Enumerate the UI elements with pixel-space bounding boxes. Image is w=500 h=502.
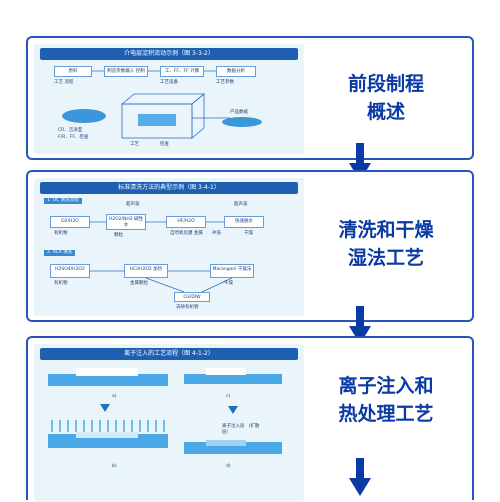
- card-front-end-overview[interactable]: 介电层淀积流动示例（图 3-3-2） 原料 制造参数输入 控制 工、FF、FF …: [26, 36, 474, 160]
- figure-title: 离子注入的工艺流程（图 4-1-2）: [40, 348, 298, 360]
- panel-label: d): [226, 464, 231, 469]
- process-box: O2/H2O: [50, 216, 90, 228]
- figure-front-end: 介电层淀积流动示例（图 3-3-2） 原料 制造参数输入 控制 工、FF、FF …: [34, 44, 304, 154]
- diagram-note: 检查: [160, 142, 169, 147]
- ultrasonic-label: 超声波: [126, 202, 140, 207]
- diagram-note: F/R、FF、检查: [58, 135, 89, 140]
- annotation-label: 离子注入层 （扩散层）: [222, 424, 260, 435]
- process-box: HF/H2O: [166, 216, 206, 228]
- step-label: 2. RCA 清洗: [44, 250, 76, 256]
- process-sub: 有机物: [54, 281, 68, 286]
- diagram-note: 工艺设备: [160, 80, 178, 85]
- caption-line: 清洗和干燥: [338, 219, 434, 241]
- card-cleaning-drying[interactable]: 标准清洗方法的典型示例（图 3-4-1） 1. UC 清洗流程 超声波 超声波 …: [26, 170, 474, 322]
- diagram-box: 工、FF、FF 计算: [160, 66, 204, 77]
- ion-implant-graphic: [48, 368, 282, 454]
- caption-line: 概述: [366, 101, 405, 123]
- figure-cleaning: 标准清洗方法的典型示例（图 3-4-1） 1. UC 清洗流程 超声波 超声波 …: [34, 178, 304, 316]
- figure-title: 介电层淀积流动示例（图 3-3-2）: [40, 48, 298, 60]
- panel-label: a): [112, 394, 117, 399]
- diagram-note: 工艺: [130, 142, 139, 147]
- diagram-graphic: [62, 70, 262, 139]
- diagram-box: 原料: [54, 66, 92, 77]
- process-sub: 颗粒: [114, 233, 123, 238]
- process-sub: 干燥: [224, 281, 233, 286]
- figure-ion-implant: 离子注入的工艺流程（图 4-1-2） a) c) b) d) 离子注入层 （扩散…: [34, 344, 304, 502]
- caption-line: 前段制程: [347, 73, 424, 95]
- cleaning-flow-arrows: [90, 221, 233, 293]
- diagram-box: 制造参数输入 控制: [104, 66, 148, 77]
- ultrasonic-label: 超声波: [234, 202, 248, 207]
- figure-title: 标准清洗方法的典型示例（图 3-4-1）: [40, 182, 298, 194]
- panel-label: c): [226, 394, 231, 399]
- process-sub: 冲洗: [212, 231, 221, 236]
- process-box: H2SO4/H2O2: [50, 264, 90, 278]
- process-sub: 有机物: [54, 231, 68, 236]
- card-ion-implant[interactable]: 离子注入的工艺流程（图 4-1-2） a) c) b) d) 离子注入层 （扩散…: [26, 336, 474, 502]
- caption-front-end: 前段制程 概述: [311, 70, 461, 126]
- down-arrow-icon: [349, 306, 371, 350]
- process-sub: 自然氧化膜 金属: [170, 231, 203, 236]
- caption-line: 离子注入和: [338, 375, 434, 397]
- caption-ion-implant: 离子注入和 热处理工艺: [311, 372, 461, 428]
- diagram-note: 工艺 流程: [54, 80, 74, 85]
- process-box: O3/DIW: [174, 292, 210, 302]
- process-box: HCl/H2O2 加热: [124, 264, 168, 278]
- diagram-note: 工艺参数: [216, 80, 234, 85]
- diagram-note: 产品数据: [230, 110, 248, 115]
- caption-line: 湿法工艺: [347, 247, 424, 269]
- down-arrow-icon: [349, 458, 371, 502]
- process-sub: 干燥: [244, 231, 253, 236]
- process-box: Marangoni 干燥法: [210, 264, 254, 278]
- step-label: 1. UC 清洗流程: [44, 198, 82, 204]
- panel-label: b): [112, 464, 117, 469]
- diagram-box: 数据分析: [216, 66, 256, 77]
- process-sub: 去除有机物: [176, 305, 199, 310]
- process-sub: 金属颗粒: [130, 281, 148, 286]
- process-box: 快速脱水: [224, 216, 264, 228]
- diagram-note: CR、洁净室: [58, 128, 83, 133]
- caption-line: 热处理工艺: [338, 403, 434, 425]
- process-box: H2O2/NH3 碱性水: [106, 214, 146, 230]
- caption-cleaning: 清洗和干燥 湿法工艺: [311, 216, 461, 272]
